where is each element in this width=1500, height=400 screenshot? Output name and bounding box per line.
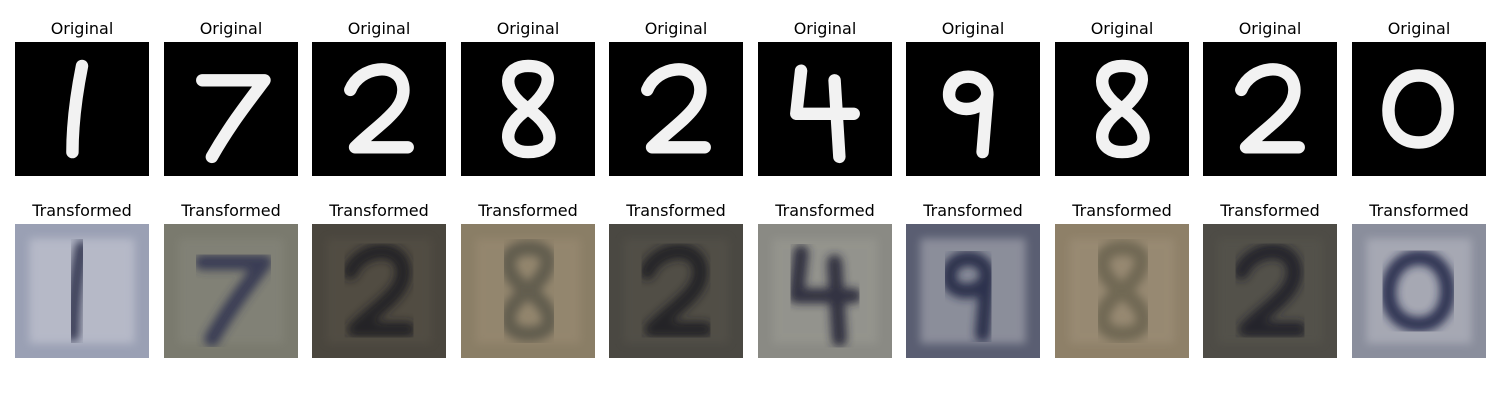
transformed-title: Transformed [32, 201, 132, 220]
transformed-title: Transformed [923, 201, 1023, 220]
original-title: Original [1387, 19, 1451, 38]
transformed-title: Transformed [626, 201, 726, 220]
original-digit-image [758, 42, 892, 176]
transformed-digit-image [312, 224, 446, 358]
transformed-digit-image [1203, 224, 1337, 358]
original-digit-image [1055, 42, 1189, 176]
original-title: Original [941, 19, 1005, 38]
transformed-digit-image [758, 224, 892, 358]
transformed-digit-image [1352, 224, 1486, 358]
transformed-title: Transformed [775, 201, 875, 220]
original-title: Original [199, 19, 263, 38]
original-digit-image [609, 42, 743, 176]
transformed-title: Transformed [181, 201, 281, 220]
original-digit-image [1203, 42, 1337, 176]
transformed-digit-image [164, 224, 298, 358]
original-digit-image [15, 42, 149, 176]
transformed-title: Transformed [1220, 201, 1320, 220]
original-digit-image [164, 42, 298, 176]
original-title: Original [1238, 19, 1302, 38]
original-digit-image [461, 42, 595, 176]
transformed-title: Transformed [329, 201, 429, 220]
transformed-title: Transformed [1369, 201, 1469, 220]
transformed-digit-image [609, 224, 743, 358]
original-digit-image [906, 42, 1040, 176]
original-title: Original [644, 19, 708, 38]
transformed-digit-image [1055, 224, 1189, 358]
original-title: Original [1090, 19, 1154, 38]
transformed-title: Transformed [1072, 201, 1172, 220]
transformed-digit-image [15, 224, 149, 358]
transformed-digit-image [461, 224, 595, 358]
transformed-digit-image [906, 224, 1040, 358]
transformed-title: Transformed [478, 201, 578, 220]
original-title: Original [50, 19, 114, 38]
original-title: Original [496, 19, 560, 38]
original-title: Original [793, 19, 857, 38]
original-title: Original [347, 19, 411, 38]
original-digit-image [312, 42, 446, 176]
original-digit-image [1352, 42, 1486, 176]
